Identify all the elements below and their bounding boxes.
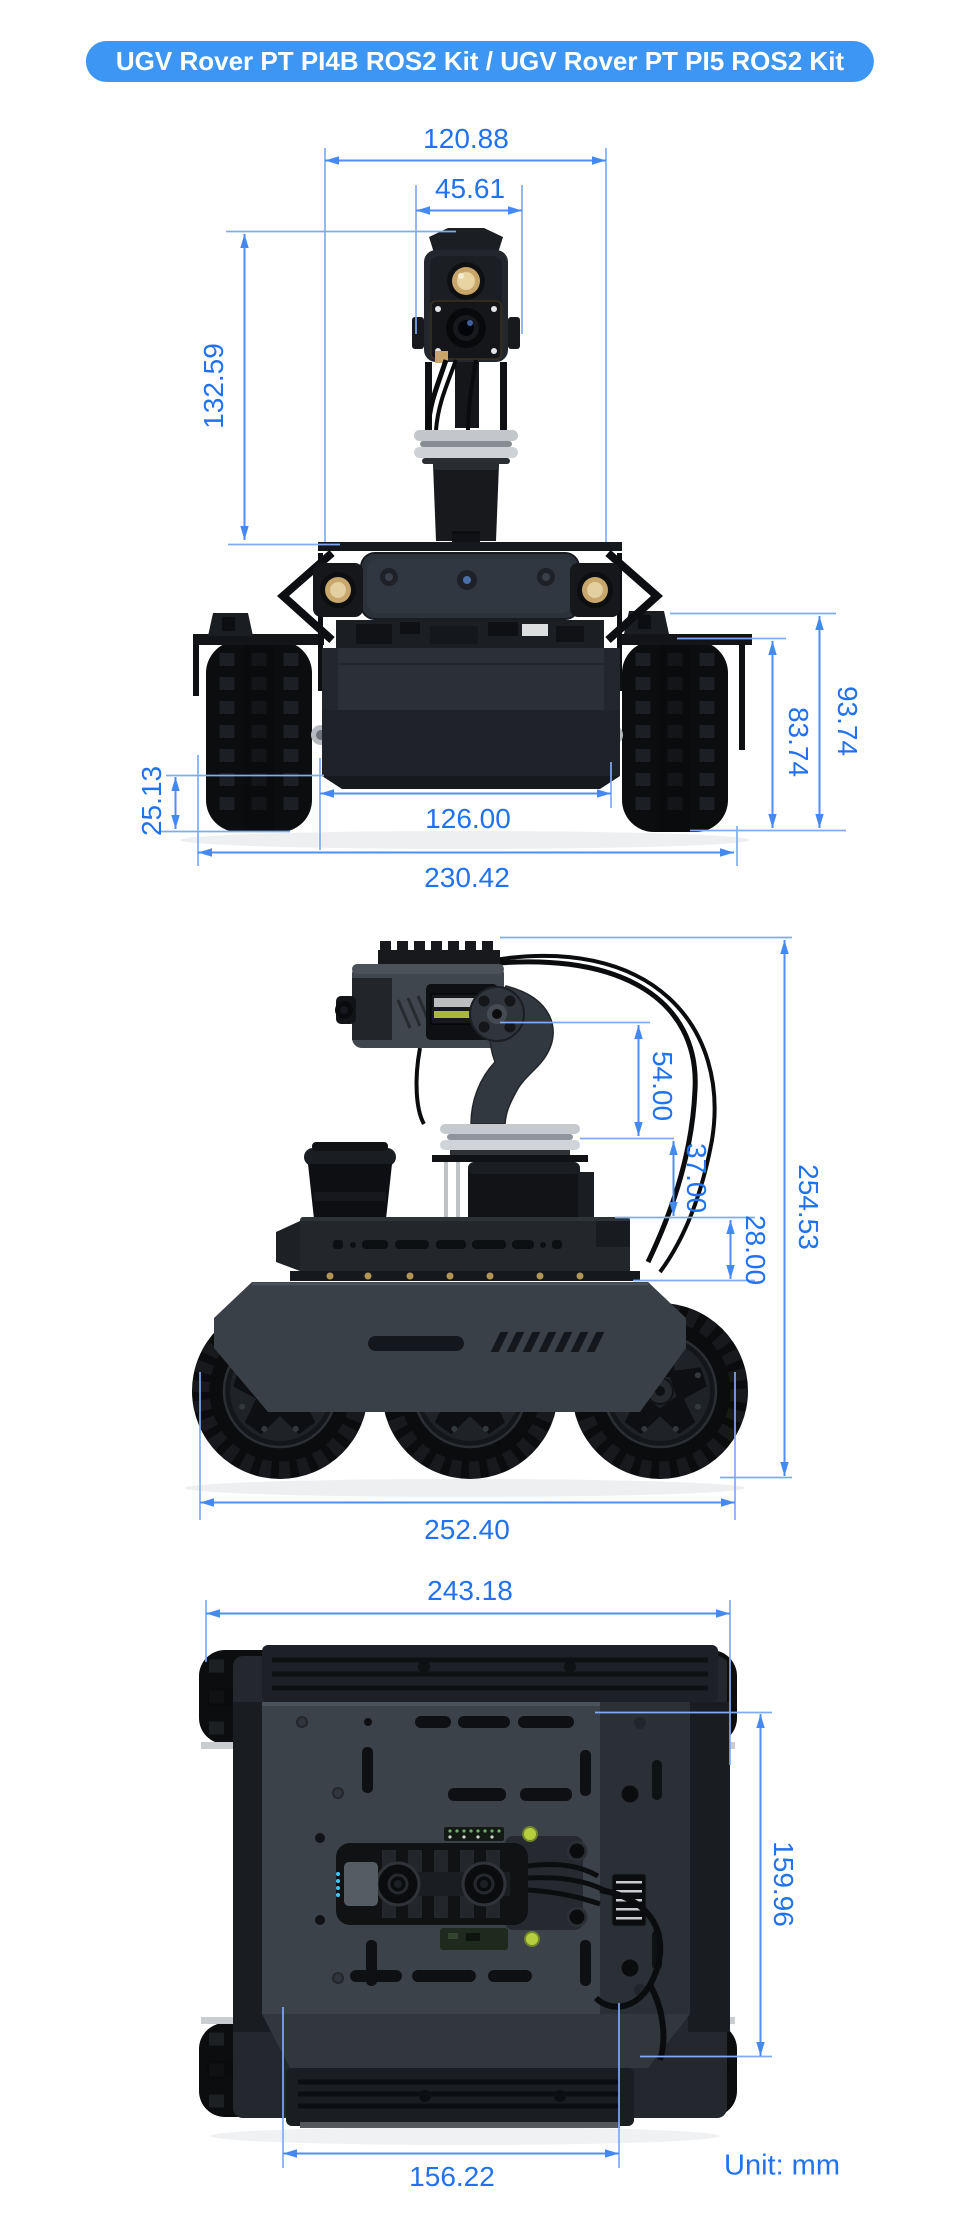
lidar: [304, 1142, 396, 1219]
title-badge: UGV Rover PT PI4B ROS2 Kit / UGV Rover P…: [85, 41, 875, 82]
dim-label-front-ground-clearance: 25.13: [136, 765, 167, 837]
top-pan-tilt-unit: [336, 1782, 667, 2061]
dimension-lines: [171, 156, 824, 2158]
chassis-upper: [322, 648, 620, 712]
chassis-lower: [322, 710, 620, 776]
standoff-post: [524, 1931, 540, 1947]
side-shadow: [185, 1479, 745, 1497]
top-rail: [378, 950, 500, 964]
dim-label-top-overall-length: 243.18: [427, 1575, 513, 1606]
extension-lines: [160, 148, 846, 2168]
front-right-wheel: [622, 641, 728, 832]
camera-front-face: [344, 1862, 378, 1906]
top-shadow: [210, 2127, 720, 2145]
dim-label-side-overall-length: 252.40: [424, 1514, 510, 1545]
dim-label-front-body-height-plate: 83.74: [783, 706, 814, 778]
dim-label-front-camera-width: 45.61: [434, 173, 506, 204]
dim-label-side-tilt-axis: 54.00: [647, 1050, 678, 1122]
bottom-crossbeam: [286, 2068, 634, 2126]
unit-note: Unit: mm: [724, 2149, 840, 2182]
front-chassis: [276, 534, 664, 789]
servo-label: [434, 998, 490, 1007]
servo-mount-plate: [432, 1155, 588, 1162]
dim-label-side-plate-to-deck: 37.00: [681, 1142, 712, 1214]
front-view-illustration: [180, 228, 752, 849]
dim-label-top-inner-frame: 156.22: [409, 2161, 495, 2192]
power-cable: [593, 1887, 664, 2010]
top-view-illustration: [199, 1645, 737, 2145]
front-shadow: [180, 831, 750, 849]
pin-header: [444, 1827, 504, 1841]
dim-label-front-mount-width: 120.88: [423, 123, 509, 154]
bumper-chevron-right: [605, 549, 664, 643]
front-left-wheel: [206, 641, 312, 832]
dim-label-side-deck-height: 28.00: [740, 1214, 771, 1286]
pan-base: [433, 464, 499, 541]
pan-tilt-camera-head: [412, 228, 520, 541]
chassis-deck: [276, 1217, 640, 1281]
side-view-illustration: [185, 941, 748, 1497]
dim-label-front-inner-track: 126.00: [425, 803, 511, 834]
dim-label-side-overall-height: 254.53: [793, 1164, 824, 1250]
dim-label-top-body-width: 159.96: [768, 1841, 799, 1927]
dim-label-front-overall-width: 230.42: [424, 862, 510, 893]
turntable-bearing: [440, 1124, 580, 1134]
pan-bearing: [414, 430, 518, 441]
dim-label-front-body-height-overall: 93.74: [832, 685, 863, 757]
side-body-panel: [214, 1282, 686, 1412]
standoff-post: [522, 1826, 538, 1842]
dim-label-front-pan-tilt-height: 132.59: [198, 343, 229, 429]
